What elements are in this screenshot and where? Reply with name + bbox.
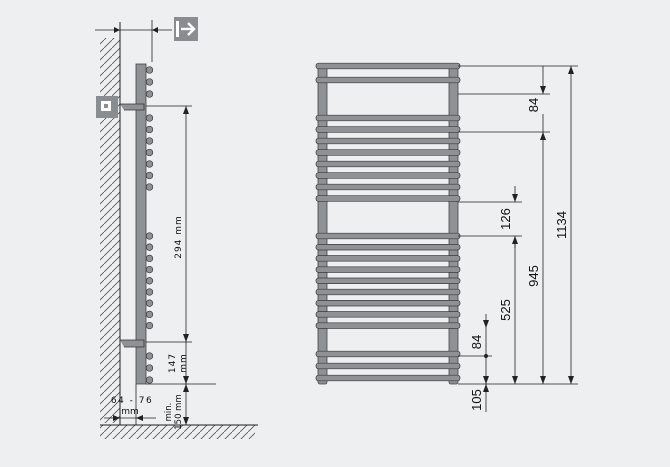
arrowhead [483, 384, 489, 392]
rail-circle [145, 78, 154, 86]
radiator-bar [315, 374, 461, 382]
wall-valve-icon [96, 96, 118, 118]
rail-circle [145, 265, 154, 274]
dim-label-294: 294 mm [174, 215, 184, 259]
rail-circle [145, 90, 154, 98]
radiator-bar [315, 195, 461, 202]
arrowhead [183, 384, 189, 392]
radiator-bar [315, 300, 461, 307]
arrowhead [512, 376, 518, 384]
arrowhead [483, 376, 489, 384]
radiator-bar [315, 137, 461, 145]
arrowhead [183, 417, 189, 425]
arrowhead [568, 66, 574, 74]
arrowhead [113, 415, 120, 421]
radiator-bar [315, 322, 461, 329]
arrowhead [483, 320, 489, 328]
wall-hatch [100, 38, 120, 423]
arrowhead [540, 86, 546, 94]
radiator-bar [315, 244, 461, 251]
rail-circle [145, 376, 154, 384]
rail-circle [145, 288, 154, 296]
dim-label-64-76: 64 - 76 [111, 396, 153, 406]
dim-point [484, 354, 488, 358]
rail-circle [145, 310, 154, 319]
dim-label-525: 525 [498, 299, 513, 321]
rail-circle [145, 277, 154, 285]
radiator-bar [315, 362, 461, 370]
radiator-bar [315, 126, 461, 133]
arrowhead [183, 376, 189, 384]
radiator-bar [315, 76, 461, 84]
arrowhead [568, 376, 574, 384]
arrowhead [540, 376, 546, 384]
radiator-bar [315, 160, 461, 168]
front-view: 84 126 525 945 1134 84 105 [315, 62, 578, 412]
left-post [317, 65, 328, 385]
rail-circle [145, 148, 154, 157]
radiator-bar [315, 350, 461, 358]
rail-circle [145, 254, 154, 263]
radiator-bar [315, 62, 461, 70]
arrow-right-box-icon [174, 17, 198, 41]
arrowhead [512, 194, 518, 202]
arrowhead [136, 415, 143, 421]
dim-label-150: 150 mm [174, 394, 184, 430]
radiator-side-tube [135, 63, 147, 385]
radiator-bar [315, 232, 461, 240]
radiator-bar [315, 255, 461, 262]
rail-circle [145, 232, 154, 240]
rail-circle [145, 321, 154, 330]
dim-label-1134: 1134 [554, 211, 569, 239]
radiator-bar [315, 172, 461, 179]
rail-circle [145, 137, 154, 145]
arrowhead [152, 27, 158, 33]
dim-label-min: min. [164, 403, 174, 422]
rail-circle [145, 352, 154, 360]
radiator-bars [315, 62, 461, 382]
dim-label-126: 126 [498, 208, 513, 230]
arrowhead [183, 334, 189, 342]
rail-circle [145, 299, 154, 307]
dim-label-105: 105 [469, 389, 484, 411]
rail-circle [145, 171, 154, 180]
dim-label-64-76-unit: mm [121, 407, 139, 417]
side-rail-circles [145, 66, 154, 384]
dim-label-147: 147 [168, 353, 178, 373]
arrowhead [540, 132, 546, 140]
radiator-bar [315, 183, 461, 191]
lower-bracket [120, 339, 145, 348]
radiator-bar [315, 288, 461, 296]
upper-bracket [120, 103, 145, 111]
radiator-bar [315, 149, 461, 156]
dim-label-84-lower: 84 [469, 335, 484, 349]
floor-hatch [100, 425, 255, 439]
rail-circle [145, 364, 154, 372]
radiator-bar [315, 114, 461, 122]
arrowhead [183, 106, 189, 114]
radiator-bar [315, 266, 461, 273]
rail-circle [145, 125, 154, 134]
dim-label-945: 945 [526, 265, 541, 287]
radiator-bar [315, 311, 461, 318]
rail-circle [145, 66, 154, 74]
dim-label-147-unit: mm [179, 353, 189, 373]
rail-circle [145, 243, 154, 251]
rail-circle [145, 160, 154, 168]
right-post [448, 65, 459, 385]
side-view: 294 mm 147 mm min. 150 mm 64 - 76 mm [95, 17, 258, 439]
radiator-bar [315, 277, 461, 284]
arrowhead [114, 27, 120, 33]
rail-circle [145, 114, 154, 122]
rail-circle [145, 183, 154, 191]
dim-label-84-top: 84 [526, 98, 541, 112]
